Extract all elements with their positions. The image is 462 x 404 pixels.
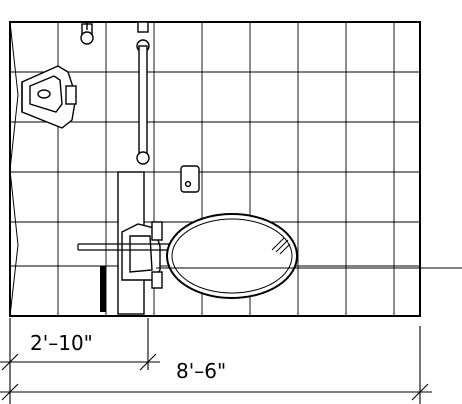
short-dimension-label: 2'–10" [30,331,93,355]
left-wall-opening [9,21,19,317]
long-dimension-label: 8'–6" [176,359,226,383]
wall-shelf [100,266,106,312]
toilet-paper-holder-icon [80,22,94,45]
dimension-lines [0,318,432,404]
grab-bar-icon [136,21,150,165]
urinal-icon [21,65,77,129]
counter-lavatory-icon [117,171,163,315]
wall-sconce-icon [180,165,200,193]
faucet-icon [77,243,172,251]
mirror-icon [166,213,298,299]
